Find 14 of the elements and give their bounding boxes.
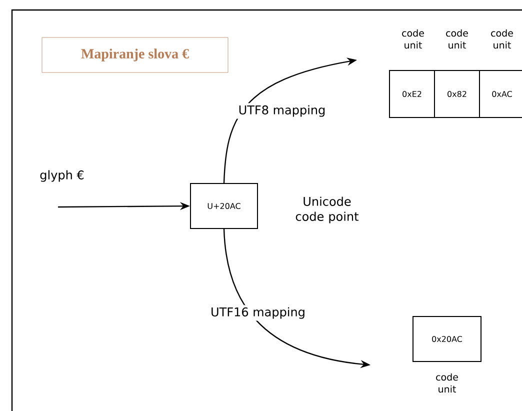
value-box: 0xE2 bbox=[389, 70, 435, 118]
title-box: Mapiranje slova € bbox=[42, 37, 228, 73]
edge-label: UTF16 mapping bbox=[208, 305, 308, 321]
caption-text: Unicode code point bbox=[296, 196, 358, 224]
caption-text: code unit bbox=[436, 373, 458, 393]
edge-label: UTF8 mapping bbox=[236, 103, 328, 119]
text-label: glyph € bbox=[40, 170, 84, 182]
value-box: U+20AC bbox=[190, 183, 258, 229]
caption-text: code unit bbox=[446, 29, 468, 49]
caption-text: code unit bbox=[491, 29, 513, 49]
value-box: 0x20AC bbox=[412, 316, 482, 362]
value-box: 0xAC bbox=[479, 70, 522, 118]
value-box: 0x82 bbox=[434, 70, 480, 118]
caption-text: code unit bbox=[402, 29, 424, 49]
